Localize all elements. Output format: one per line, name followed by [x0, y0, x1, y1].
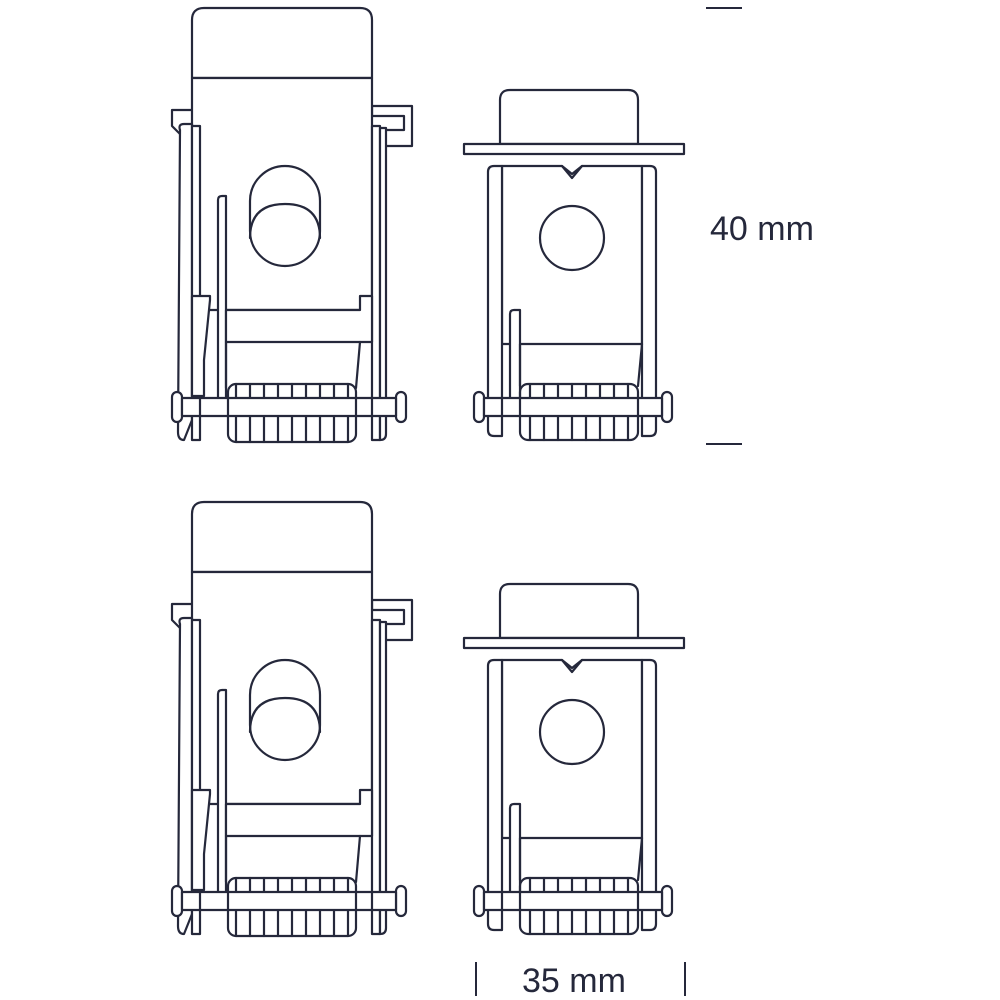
- clip-front-view-top: [170, 6, 414, 444]
- clip-front-view-bottom: [170, 500, 414, 938]
- clip-side-view-bottom: [462, 582, 686, 936]
- width-dimension-label: 35 mm: [522, 962, 626, 1000]
- clip-side-view-top: [462, 88, 686, 442]
- height-dimension-label: 40 mm: [710, 210, 814, 248]
